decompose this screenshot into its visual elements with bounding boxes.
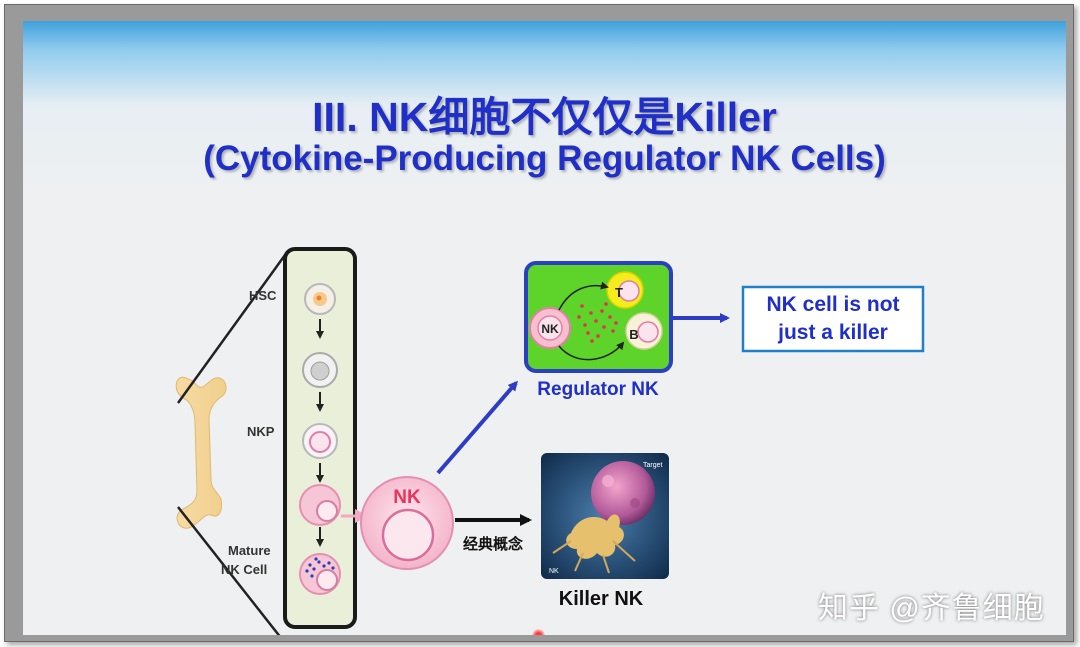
image-text-nk: NK [549, 568, 559, 575]
t-cell-label: T [615, 285, 623, 300]
slide-title: III. NK细胞不仅仅是Killer [312, 94, 777, 140]
conclusion-box [741, 285, 925, 353]
stage-4-cell [299, 484, 341, 526]
zoom-line-bottom [177, 506, 281, 635]
image-text-target: Target [643, 462, 663, 469]
stage-nkp-cell [302, 423, 338, 459]
conclusion-line-2: just a killer [777, 321, 888, 344]
stage-2-cell [302, 352, 338, 388]
stage-label-hsc: HSC [249, 288, 277, 303]
stage-label-mature-line1: Mature [228, 543, 271, 558]
regulator-nk-caption: Regulator NK [537, 379, 659, 400]
pointer-dot [532, 629, 545, 635]
killer-nk-caption: Killer NK [559, 588, 644, 610]
slide-frame: III. NK细胞不仅仅是Killer (Cytokine-Producing … [4, 4, 1074, 642]
stage-mature-nk-cell [299, 553, 341, 595]
regulator-nk-panel [524, 261, 673, 373]
arrow-to-regulator [436, 380, 518, 475]
nk-cell-large [360, 476, 454, 570]
b-cell-label: B [629, 327, 638, 342]
conclusion-line-1: NK cell is not [766, 293, 899, 316]
watermark: 知乎 @齐鲁细胞 [818, 592, 1045, 625]
slide: III. NK细胞不仅仅是Killer (Cytokine-Producing … [23, 21, 1066, 635]
arrow-label-classic-concept: 经典概念 [463, 535, 523, 553]
killer-nk-image [541, 453, 669, 579]
stage-label-nkp: NKP [247, 424, 275, 439]
zoom-line-top [176, 254, 287, 404]
nk-cell-label: NK [393, 487, 421, 508]
bone-illustration [175, 376, 227, 529]
stage-label-mature-line2: NK Cell [221, 562, 267, 577]
regulator-nk-cell-label: NK [541, 322, 559, 336]
diagram: HSC NKP Mature NK Cell NK 经典概念 [175, 247, 925, 635]
slide-subtitle: (Cytokine-Producing Regulator NK Cells) [203, 139, 886, 178]
stage-hsc-cell [304, 283, 336, 315]
